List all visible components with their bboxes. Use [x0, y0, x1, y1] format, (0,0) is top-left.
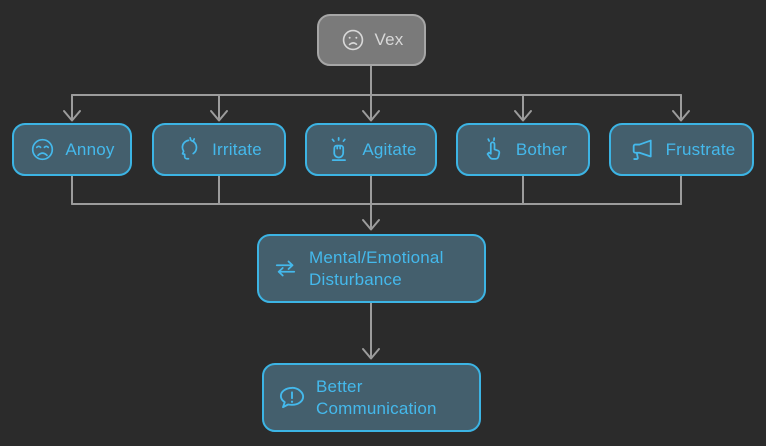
node-bother: Bother: [456, 123, 590, 176]
node-label: Better Communication: [316, 377, 437, 418]
node-label: Annoy: [65, 139, 115, 159]
node-label: Vex: [374, 30, 404, 50]
node-irritate: Irritate: [152, 123, 286, 176]
node-annoy: Annoy: [12, 123, 132, 176]
node-label: Bother: [515, 139, 568, 159]
node-mental-emotional-disturbance: Mental/Emotional Disturbance: [257, 234, 486, 303]
node-label: Irritate: [212, 139, 262, 159]
node-frustrate: Frustrate: [609, 123, 754, 176]
annoyed-face-icon: [29, 136, 56, 163]
speech-bubble-icon: [277, 383, 307, 413]
megaphone-icon: [628, 135, 657, 164]
exchange-arrows-icon: [271, 254, 300, 283]
node-label: Agitate: [362, 139, 417, 159]
node-label: Frustrate: [665, 139, 736, 159]
node-vex: Vex: [317, 14, 426, 66]
irritated-head-icon: [176, 136, 203, 163]
raised-fist-icon: [325, 136, 353, 164]
confused-face-icon: [340, 27, 366, 53]
node-label: Mental/Emotional Disturbance: [309, 248, 444, 289]
node-better-communication: Better Communication: [262, 363, 481, 432]
node-agitate: Agitate: [305, 123, 437, 176]
pointing-hand-icon: [479, 136, 507, 164]
